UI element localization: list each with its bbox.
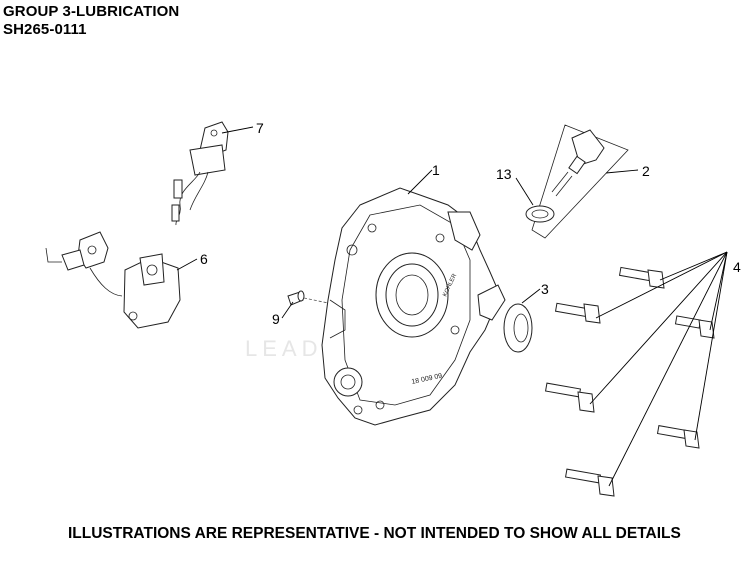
- part-6-pressure-switch: [45, 231, 181, 329]
- part-2-dipstick: [531, 124, 629, 239]
- callout-7: 7: [256, 120, 264, 136]
- part-1-closure-plate: KOHLER 18 009 09: [321, 187, 506, 426]
- leader-lines: [176, 126, 728, 487]
- screw-a: [618, 266, 665, 289]
- screw-e: [656, 425, 700, 449]
- screw-b: [554, 302, 601, 324]
- disclaimer-footer: ILLUSTRATIONS ARE REPRESENTATIVE - NOT I…: [68, 525, 681, 542]
- part-13-o-ring: [525, 205, 555, 223]
- callout-2: 2: [642, 163, 650, 179]
- callout-6: 6: [200, 251, 208, 267]
- part-3-oil-seal: [503, 303, 533, 353]
- screw-f: [564, 468, 615, 497]
- part-7-oil-sensor: [171, 121, 229, 226]
- callout-labels: 1 2 3 4 6 7 9 13: [200, 120, 741, 327]
- callout-4: 4: [733, 259, 741, 275]
- callout-9: 9: [272, 311, 280, 327]
- screw-d: [544, 382, 595, 413]
- diagram-code: SH265-0111: [3, 21, 87, 38]
- screw-c: [674, 315, 715, 339]
- part-9-dowel-pin: [287, 290, 329, 306]
- part-4-screws: [544, 266, 715, 497]
- diagram-title: GROUP 3-LUBRICATION: [3, 3, 180, 20]
- callout-1: 1: [432, 162, 440, 178]
- callout-3: 3: [541, 281, 549, 297]
- callout-13: 13: [496, 166, 512, 182]
